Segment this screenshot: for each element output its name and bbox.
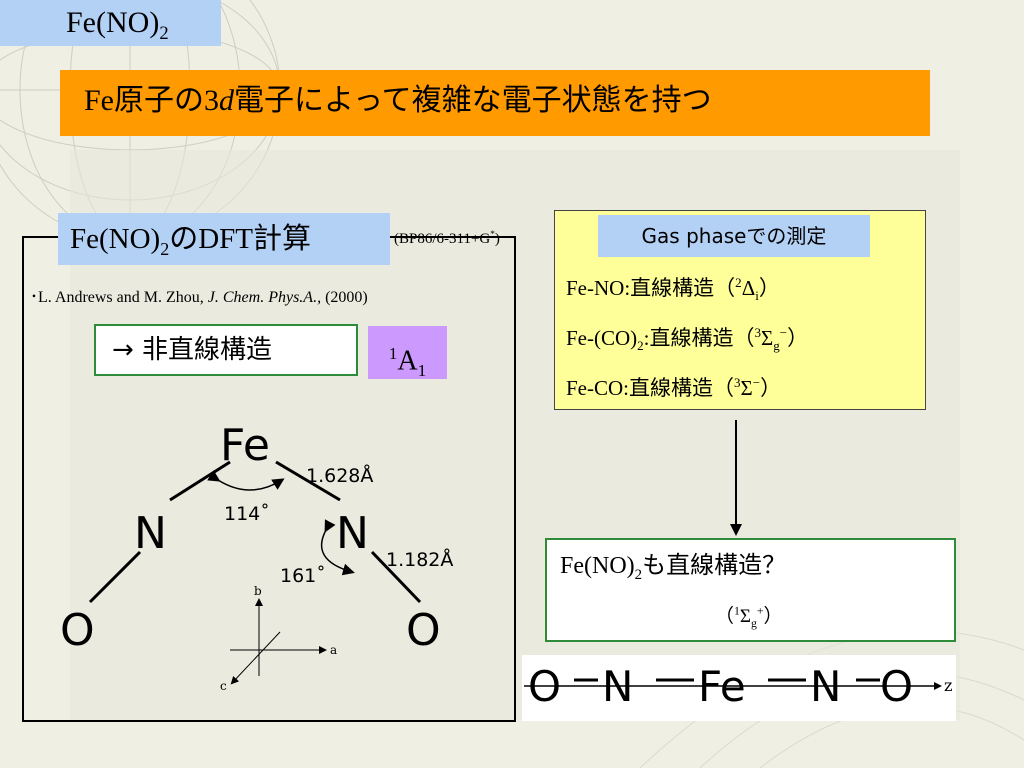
gas-row1-sub: i xyxy=(755,288,759,304)
dft-method-star: * xyxy=(490,230,495,240)
gas-row-fe-co2: Fe-(CO)2:直線構造（3Σg−） xyxy=(566,322,808,354)
dft-method-close: ) xyxy=(494,231,500,247)
atom-o-right: O xyxy=(406,605,441,656)
citation-year: (2000) xyxy=(321,289,368,306)
question-state-sub: g xyxy=(750,616,757,630)
gas-row3-sup2: − xyxy=(752,375,761,390)
citation-authors: ･L. Andrews and M. Zhou, xyxy=(30,289,208,306)
gas-row2-sup2: − xyxy=(779,325,788,340)
question-text: Fe(NO)2も直線構造？ xyxy=(560,545,786,584)
ground-state-badge: 1A1 xyxy=(368,326,447,380)
gas-row1-symbol: Δ xyxy=(741,276,756,300)
gas-phase-title: Gas phaseでの測定 xyxy=(598,215,870,257)
question-suffix: も直線構造？ xyxy=(642,553,787,579)
linear-atom-n-right: N xyxy=(810,662,841,711)
angle-arc-fe xyxy=(207,470,285,491)
dft-title-subscript: 2 xyxy=(160,238,170,259)
question-state-close: ） xyxy=(763,606,783,627)
slide-title: Fe(NO)2 xyxy=(0,0,221,46)
gas-row3-sup: 3 xyxy=(734,375,741,390)
bond-length-fe-n: 1.628Å xyxy=(306,464,373,487)
linear-atom-n-left: N xyxy=(602,662,633,711)
state-subscript: 1 xyxy=(417,360,427,380)
gas-row-fe-co: Fe-CO:直線構造（3Σ−） xyxy=(566,372,781,402)
atom-fe: Fe xyxy=(220,420,270,471)
slide-title-subscript: 2 xyxy=(159,23,169,44)
headline-orbital: d xyxy=(219,84,234,117)
citation-journal: J. Chem. Phys.A., xyxy=(207,289,322,306)
question-base: Fe(NO) xyxy=(560,553,635,579)
gas-row1-close: ） xyxy=(758,276,780,300)
state-symbol: A xyxy=(397,345,418,377)
nonlinear-result-label: → 非直線構造 xyxy=(112,335,273,365)
angle-fe-n-o: 161˚ xyxy=(280,565,326,587)
state-multiplicity: 1 xyxy=(388,344,398,363)
question-state-open: （ xyxy=(715,606,735,627)
atom-n-right: N xyxy=(336,508,369,559)
linear-atom-o-left: O xyxy=(528,662,561,711)
question-sub: 2 xyxy=(634,566,643,583)
gas-row2-prefix: Fe-(CO) xyxy=(566,326,638,350)
dft-title-suffix: のDFT計算 xyxy=(169,223,311,255)
gas-phase-title-text: Gas phaseでの測定 xyxy=(641,224,827,248)
bond-length-n-o: 1.182Å xyxy=(386,548,453,571)
axis-a-label: a xyxy=(330,643,337,657)
molecule-bonds xyxy=(88,460,422,604)
nonlinear-result-box: → 非直線構造 xyxy=(94,324,358,376)
gas-row1-sup: 2 xyxy=(735,275,742,290)
gas-row3-close: ） xyxy=(760,376,782,400)
z-axis-label: z xyxy=(944,676,952,695)
axis-b-label: b xyxy=(254,584,262,598)
headline-suffix: 電子によって複雑な電子状態を持つ xyxy=(234,84,712,117)
gas-row2-sup: 3 xyxy=(754,325,762,340)
linear-atom-fe: Fe xyxy=(698,662,746,711)
headline-number: 3 xyxy=(204,84,219,117)
gas-row2-close: ） xyxy=(787,326,809,350)
question-box xyxy=(545,538,956,642)
question-state-sup2: + xyxy=(756,604,764,618)
atom-n-left: N xyxy=(134,508,167,559)
gas-row2-sub: g xyxy=(773,338,780,354)
gas-row2-symbol: Σ xyxy=(761,326,774,350)
citation: ･L. Andrews and M. Zhou, J. Chem. Phys.A… xyxy=(30,283,368,307)
gas-row3-symbol: Σ xyxy=(740,376,753,400)
dft-method: (BP86/6-311+G*) xyxy=(394,230,500,248)
gas-row-fe-no: Fe-NO:直線構造（2Δi） xyxy=(566,272,780,304)
axis-system xyxy=(230,598,327,685)
dft-title-base: Fe(NO) xyxy=(70,223,161,255)
question-state-sup: 1 xyxy=(734,604,740,618)
gas-row3-prefix: Fe-CO:直線構造（ xyxy=(566,376,734,400)
question-state: （1Σg+） xyxy=(715,601,783,631)
dft-panel-title: Fe(NO)2のDFT計算 xyxy=(58,213,390,265)
headline-prefix: Fe原子の xyxy=(84,84,204,117)
atom-o-left: O xyxy=(60,605,95,656)
linear-molecule-diagram: O N Fe N O z xyxy=(522,655,956,721)
angle-n-fe-n: 114˚ xyxy=(224,503,270,525)
dft-method-text: (BP86/6-311+G xyxy=(394,231,491,247)
angle-arc-n xyxy=(321,519,355,576)
gas-row1-prefix: Fe-NO:直線構造（ xyxy=(566,276,736,300)
down-arrow-icon xyxy=(730,420,742,536)
headline-banner: Fe原子の3d電子によって複雑な電子状態を持つ xyxy=(60,70,930,136)
question-state-symbol: Σ xyxy=(739,606,751,627)
slide-title-base: Fe(NO) xyxy=(66,6,160,39)
gas-row2-mid: :直線構造（ xyxy=(643,326,755,350)
bent-molecule-diagram: Fe N N O O 1.628Å 1.182Å 114˚ 161˚ b a c xyxy=(60,420,453,693)
axis-c-label: c xyxy=(220,679,227,693)
gas-row2-count: 2 xyxy=(637,338,644,354)
linear-atom-o-right: O xyxy=(880,662,913,711)
